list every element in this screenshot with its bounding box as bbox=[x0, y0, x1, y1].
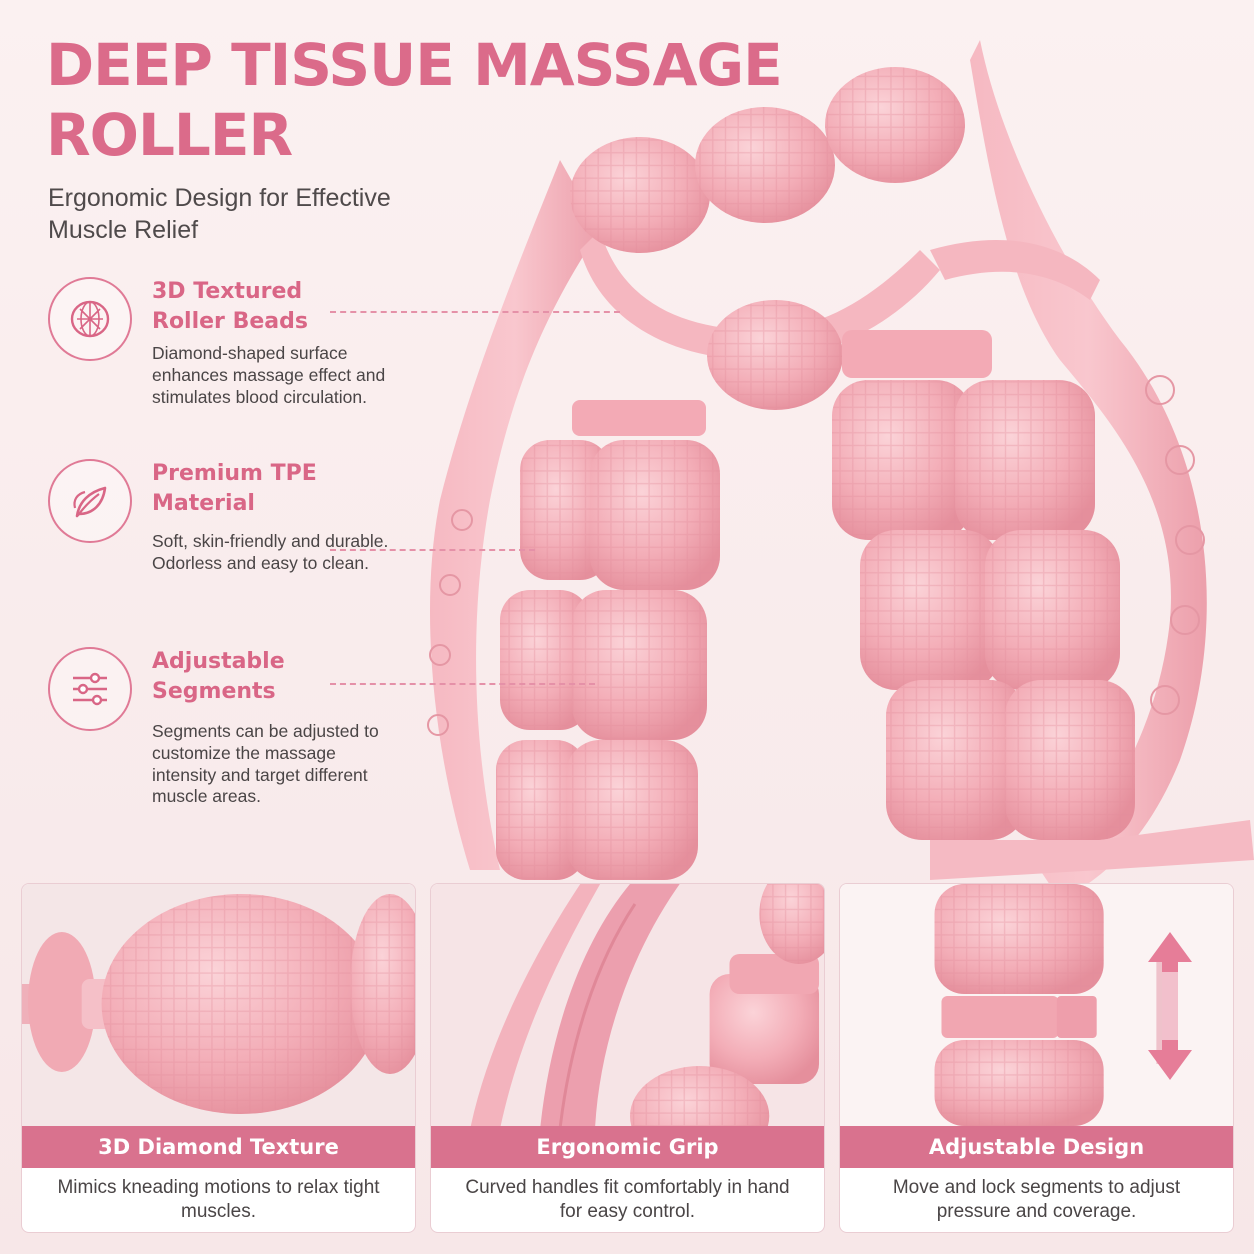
top-roller bbox=[570, 67, 965, 410]
sliders-icon bbox=[48, 647, 132, 731]
card-title: 3D Diamond Texture bbox=[22, 1126, 415, 1168]
right-roller-column bbox=[832, 330, 1254, 880]
leader-line bbox=[330, 311, 620, 313]
page-title: DEEP TISSUE MASSAGE ROLLER bbox=[46, 31, 783, 169]
card-adjustable-design: Adjustable Design Move and lock segments… bbox=[839, 883, 1234, 1233]
card-caption: Mimics kneading motions to relax tight m… bbox=[57, 1177, 380, 1222]
leader-line bbox=[330, 549, 535, 551]
card-ergonomic-grip: Ergonomic Grip Curved handles fit comfor… bbox=[430, 883, 825, 1233]
card-photo bbox=[22, 884, 415, 1126]
left-roller-column bbox=[496, 400, 720, 880]
leader-line bbox=[330, 683, 595, 685]
textured-bead-icon bbox=[48, 277, 132, 361]
card-title: Ergonomic Grip bbox=[431, 1126, 824, 1168]
arm-markers bbox=[427, 375, 1205, 736]
card-photo bbox=[431, 884, 824, 1126]
feature-title: Premium TPE Material bbox=[152, 461, 317, 516]
feature-title: 3D Textured Roller Beads bbox=[152, 279, 308, 334]
hero-product-image bbox=[427, 40, 1254, 900]
feature-description: Soft, skin-friendly and durable. Odorles… bbox=[152, 531, 389, 573]
feature-description: Segments can be adjusted to customize th… bbox=[152, 721, 379, 807]
feature-description: Diamond-shaped surface enhances massage … bbox=[152, 343, 386, 407]
card-caption: Move and lock segments to adjust pressur… bbox=[892, 1177, 1181, 1222]
page-subtitle: Ergonomic Design for Effective Muscle Re… bbox=[48, 184, 391, 244]
card-diamond-texture: 3D Diamond Texture Mimics kneading motio… bbox=[21, 883, 416, 1233]
feature-title: Adjustable Segments bbox=[152, 649, 285, 704]
adjust-arrows-icon bbox=[1148, 932, 1192, 1080]
card-caption: Curved handles fit comfortably in hand f… bbox=[465, 1177, 790, 1222]
card-title: Adjustable Design bbox=[840, 1126, 1233, 1168]
card-photo bbox=[840, 884, 1233, 1126]
leaf-icon bbox=[48, 459, 132, 543]
